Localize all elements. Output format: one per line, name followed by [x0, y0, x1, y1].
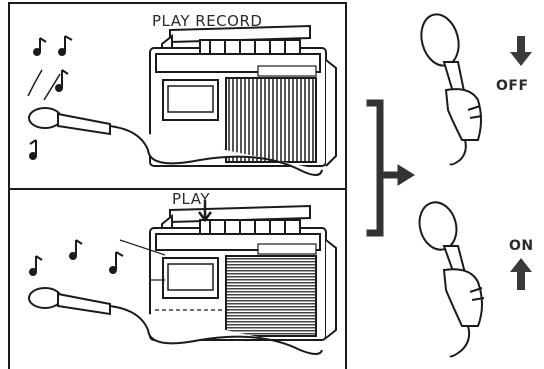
play-record-label: PLAY RECORD	[152, 12, 262, 30]
arrow-down-icon	[510, 36, 532, 66]
on-label: ON	[509, 238, 534, 254]
microphone-icon	[416, 10, 482, 164]
play-label: PLAY	[172, 190, 210, 208]
microphone-icon	[414, 198, 484, 356]
bracket-arrow-icon	[367, 100, 414, 236]
arrow-up-icon	[510, 258, 532, 290]
music-note-icon	[28, 36, 72, 159]
off-label: OFF	[496, 78, 529, 94]
music-note-icon	[30, 240, 123, 275]
